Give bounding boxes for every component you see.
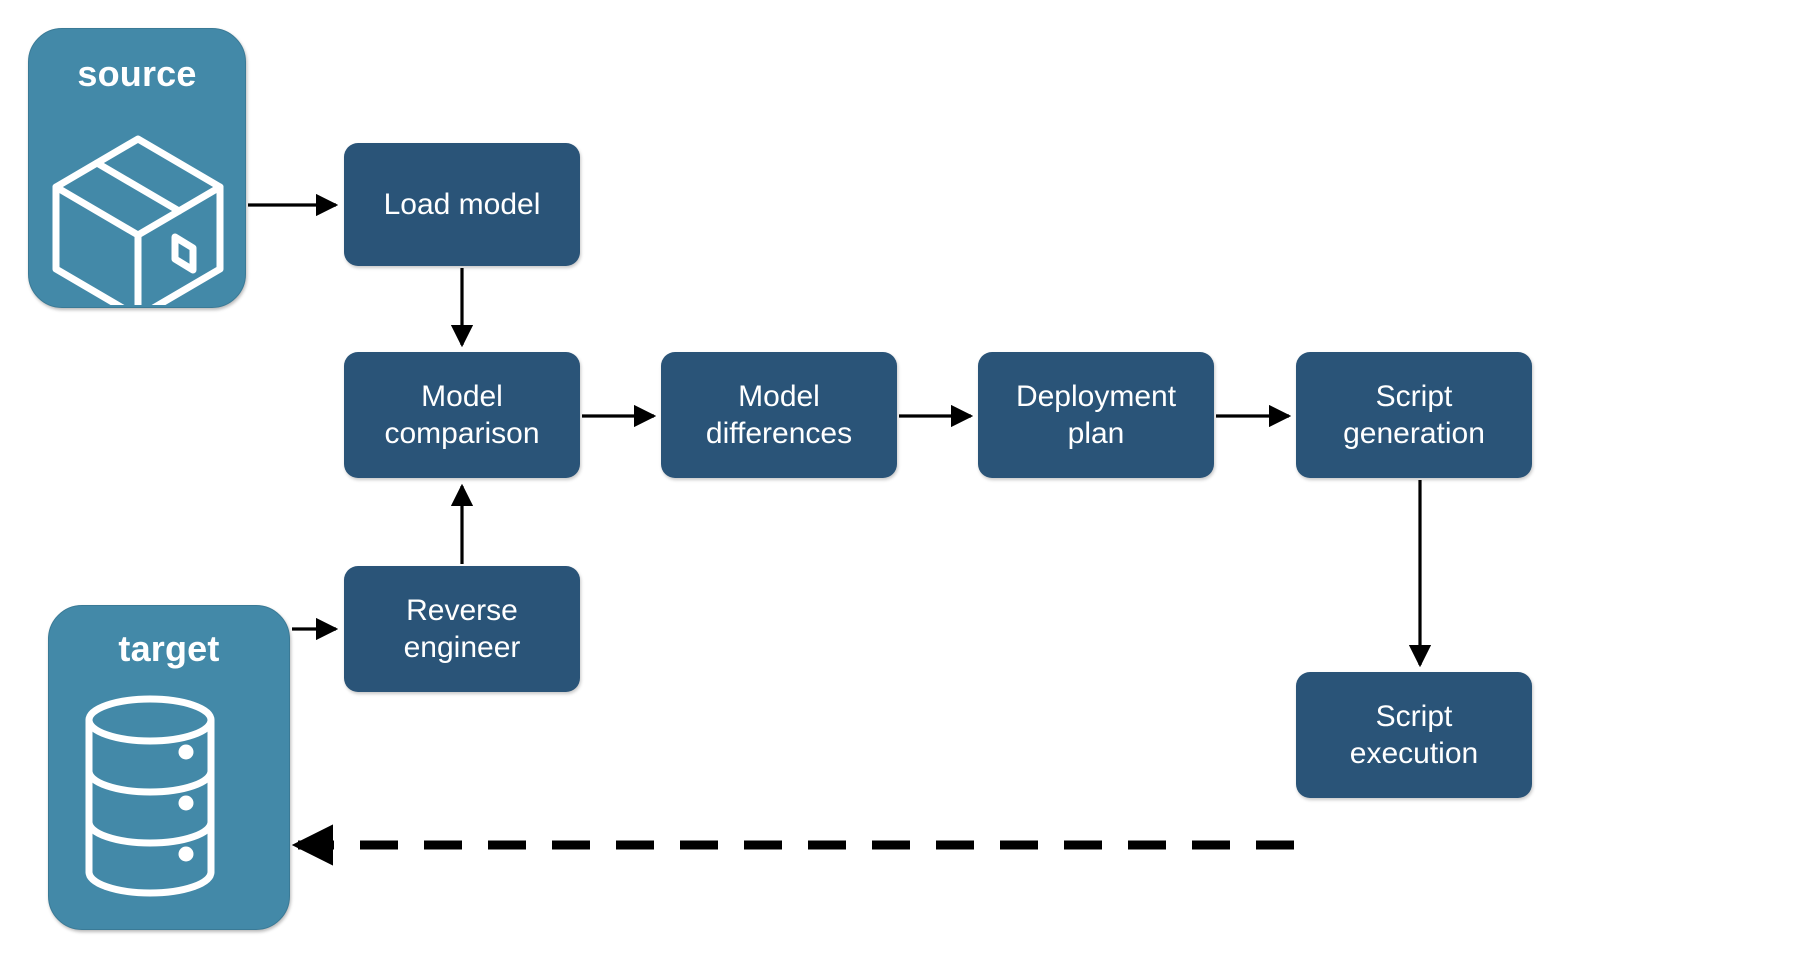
endpoint-target[interactable]: target <box>48 605 290 930</box>
endpoint-source[interactable]: source <box>28 28 246 308</box>
process-deployment-plan-line-2: plan <box>1067 417 1125 450</box>
package-box-icon <box>29 115 245 305</box>
process-model-comparison-line-2: comparison <box>384 417 540 450</box>
endpoint-source-label: source <box>77 53 197 94</box>
process-script-execution-line-2: execution <box>1349 737 1479 770</box>
process-load-model-line-1: Load model <box>383 187 541 221</box>
process-load-model[interactable]: Load model <box>344 143 580 266</box>
process-model-differences-line-2: differences <box>705 417 853 450</box>
process-deployment-plan-line-1: Deployment <box>1015 379 1177 413</box>
process-reverse-engineer-line-1: Reverse <box>406 593 518 627</box>
process-reverse-engineer[interactable]: Reverse engineer <box>344 566 580 692</box>
process-model-comparison[interactable]: Model comparison <box>344 352 580 478</box>
process-script-generation-line-2: generation <box>1343 417 1485 450</box>
endpoint-target-label: target <box>118 628 220 669</box>
process-script-execution-line-1: Script <box>1375 699 1453 733</box>
process-deployment-plan[interactable]: Deployment plan <box>978 352 1214 478</box>
database-cylinder-icon <box>49 694 289 909</box>
process-script-generation-line-1: Script <box>1375 379 1453 413</box>
process-model-differences[interactable]: Model differences <box>661 352 897 478</box>
process-script-generation[interactable]: Script generation <box>1296 352 1532 478</box>
process-script-execution[interactable]: Script execution <box>1296 672 1532 798</box>
process-reverse-engineer-line-2: engineer <box>403 631 521 664</box>
process-model-differences-line-1: Model <box>738 379 820 413</box>
process-model-comparison-line-1: Model <box>421 379 503 413</box>
